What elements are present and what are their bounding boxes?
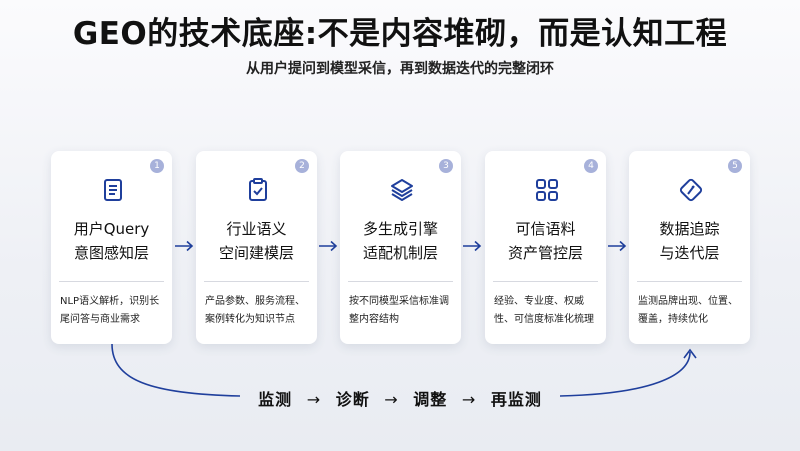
step-badge: 4 [584, 159, 598, 173]
card-title-line: 用户Query [73, 220, 150, 238]
arrow-right-icon [608, 240, 627, 252]
step-badge: 3 [439, 159, 453, 173]
card-title-line: 行业语义 [226, 220, 287, 238]
arrow-right-icon [463, 240, 482, 252]
flow-step: 调整 [413, 390, 448, 409]
divider [637, 281, 742, 282]
page-subtitle: 从用户提问到模型采信，再到数据迭代的完整闭环 [246, 61, 554, 77]
card-title-line: 可信语料 [515, 220, 576, 238]
step-badge: 1 [150, 159, 164, 173]
card-description: 监测品牌出现、位置、覆盖，持续优化 [638, 296, 738, 325]
card-layer-5: 5 数据追踪 与迭代层 监测品牌出现、位置、覆盖，持续优化 [629, 151, 750, 344]
card-layer-3: 3 多生成引擎 适配机制层 按不同模型采信标准调整内容结构 [340, 151, 461, 344]
card-description: 产品参数、服务流程、案例转化为知识节点 [205, 296, 305, 325]
card-title-line: 资产管控层 [507, 244, 583, 262]
layers-icon [391, 179, 413, 201]
flow-step: 监测 [258, 390, 293, 409]
flow-arrow: → [306, 390, 322, 409]
card-description: 经验、专业度、权威性、可信度标准化梳理 [494, 296, 594, 325]
divider [204, 281, 309, 282]
card-description: NLP语义解析，识别长尾问答与商业需求 [60, 296, 160, 325]
page-title: GEO的技术底座:不是内容堆砌，而是认知工程 [72, 16, 728, 52]
arrow-right-icon [175, 240, 194, 252]
card-title: 行业语义 空间建模层 [196, 217, 317, 265]
card-layer-2: 2 行业语义 空间建模层 产品参数、服务流程、案例转化为知识节点 [196, 151, 317, 344]
card-title: 用户Query 意图感知层 [51, 217, 172, 265]
arrow-right-icon [319, 240, 338, 252]
step-badge: 5 [728, 159, 742, 173]
flow-arrow: → [461, 390, 477, 409]
card-title: 可信语料 资产管控层 [485, 217, 606, 265]
flow-step: 再监测 [490, 390, 542, 409]
card-title: 多生成引擎 适配机制层 [340, 217, 461, 265]
card-layer-1: 1 用户Query 意图感知层 NLP语义解析，识别长尾问答与商业需求 [51, 151, 172, 344]
step-badge: 2 [295, 159, 309, 173]
divider [348, 281, 453, 282]
divider [493, 281, 598, 282]
grid-icon [536, 179, 558, 201]
card-title-line: 多生成引擎 [362, 220, 438, 238]
iteration-flow: 监测 → 诊断 → 调整 → 再监测 [0, 386, 800, 410]
clipboard-check-icon [249, 178, 267, 201]
card-title-line: 与迭代层 [659, 244, 720, 262]
card-layer-4: 4 可信语料 资产管控层 经验、专业度、权威性、可信度标准化梳理 [485, 151, 606, 344]
card-title-line: 空间建模层 [218, 244, 294, 262]
card-title-line: 数据追踪 [659, 220, 720, 238]
card-title-line: 适配机制层 [362, 244, 438, 262]
flow-step: 诊断 [335, 390, 370, 409]
tag-icon [679, 178, 703, 202]
card-description: 按不同模型采信标准调整内容结构 [349, 296, 449, 325]
card-title-line: 意图感知层 [73, 244, 149, 262]
card-title: 数据追踪 与迭代层 [629, 217, 750, 265]
document-icon [104, 179, 122, 201]
divider [59, 281, 164, 282]
flow-arrow: → [384, 390, 399, 409]
